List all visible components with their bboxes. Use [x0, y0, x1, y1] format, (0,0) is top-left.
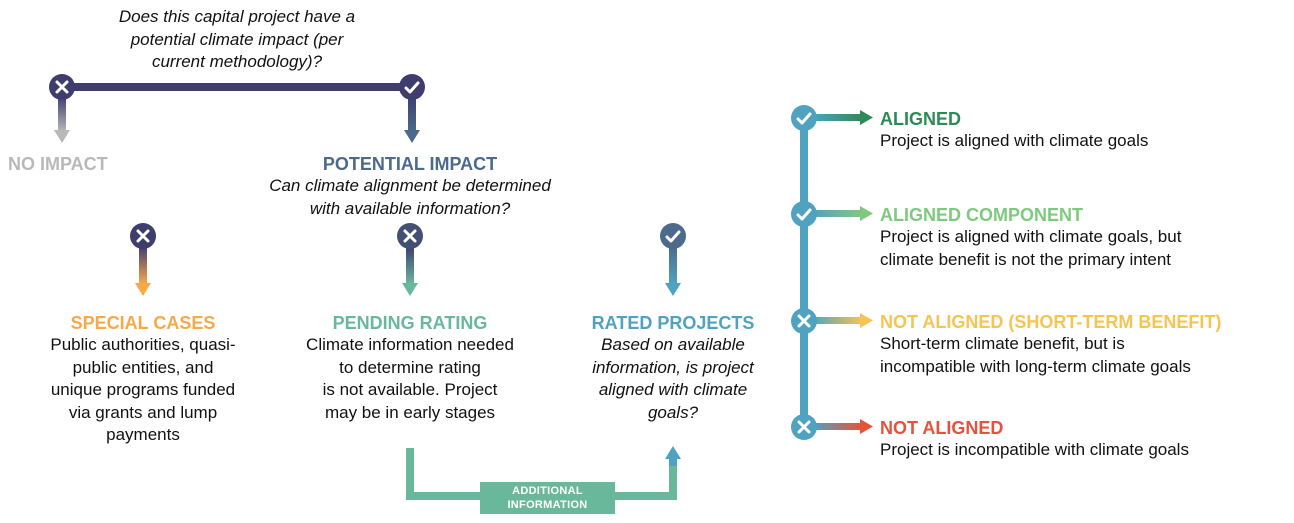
arrow-to-no-impact	[54, 96, 70, 143]
cross-icon	[797, 420, 811, 434]
pending-rating-desc-line: is not available. Project	[322, 380, 498, 399]
additional-information-label: ADDITIONAL INFORMATION	[480, 482, 615, 514]
cross-icon	[55, 80, 69, 94]
outcome-desc-line: incompatible with long-term climate goal…	[880, 356, 1191, 376]
rated-projects-heading: RATED PROJECTS	[591, 313, 755, 333]
outcome-not-aligned-short-term-node	[791, 308, 817, 334]
arrow-to-rated-projects	[665, 246, 681, 296]
top-question-line: current methodology)?	[151, 52, 323, 71]
outcome-desc-line: climate benefit is not the primary inten…	[880, 249, 1172, 269]
rated-projects-question-line: goals?	[647, 402, 699, 422]
potential-impact-block: POTENTIAL IMPACT Can climate alignment b…	[210, 153, 610, 220]
additional-information-line: INFORMATION	[507, 499, 588, 511]
outcome-desc-line: Short-term climate benefit, but is	[880, 334, 1125, 353]
outcome-aligned-component-arrow	[812, 206, 873, 221]
special-cases-node	[130, 223, 156, 249]
outcome-heading: NOT ALIGNED (SHORT-TERM BENEFIT)	[880, 312, 1222, 332]
potential-impact-question-line: with available information?	[309, 198, 511, 218]
no-impact-label: NO IMPACT	[8, 154, 108, 174]
pending-rating-desc-line: to determine rating	[339, 357, 481, 377]
arrow-to-special-cases	[135, 246, 151, 296]
outcome-desc-line: Project is aligned with climate goals, b…	[880, 227, 1182, 246]
arrow-to-potential-impact	[404, 96, 420, 143]
special-cases-desc-line: payments	[106, 425, 180, 444]
outcome-heading: ALIGNED	[880, 109, 961, 129]
outcome-not-aligned-arrow	[812, 419, 873, 434]
outcome-aligned-component-node	[791, 201, 817, 227]
pending-rating-desc-line: may be in early stages	[324, 402, 496, 422]
no-impact-node	[49, 74, 75, 100]
outcome-aligned: ALIGNED Project is aligned with climate …	[880, 108, 1148, 153]
pending-rating-desc-line: Climate information needed	[306, 335, 514, 354]
cross-icon	[797, 314, 811, 328]
special-cases-desc-line: unique programs funded	[50, 380, 236, 399]
outcome-desc-line: Project is incompatible with climate goa…	[880, 440, 1189, 459]
special-cases-heading: SPECIAL CASES	[70, 313, 216, 333]
top-question-line: Does this capital project have a	[118, 7, 356, 26]
pending-rating-node	[397, 223, 423, 249]
pending-rating-block: PENDING RATING Climate information neede…	[275, 312, 545, 424]
potential-impact-question-line: Can climate alignment be determined	[269, 176, 551, 195]
check-icon	[665, 230, 681, 243]
outcome-heading: NOT ALIGNED	[880, 418, 1004, 438]
outcome-heading: ALIGNED COMPONENT	[880, 205, 1084, 225]
rated-projects-node	[660, 223, 686, 249]
outcome-aligned-node	[791, 105, 817, 131]
outcome-not-aligned-short-term-arrow	[812, 313, 873, 328]
potential-impact-node	[399, 74, 425, 100]
additional-information-line: ADDITIONAL	[512, 485, 583, 497]
rated-projects-question-line: aligned with climate	[598, 380, 748, 399]
outcome-not-aligned-short-term: NOT ALIGNED (SHORT-TERM BENEFIT) Short-t…	[880, 311, 1221, 378]
pending-rating-heading: PENDING RATING	[332, 313, 488, 333]
outcome-aligned-arrow	[812, 110, 873, 125]
outcome-not-aligned-node	[791, 414, 817, 440]
outcome-aligned-component: ALIGNED COMPONENT Project is aligned wit…	[880, 204, 1181, 271]
top-question-line: potential climate impact (per	[130, 29, 344, 49]
special-cases-desc-line: Public authorities, quasi-	[50, 335, 236, 354]
rated-projects-question-line: Based on available	[601, 335, 745, 354]
check-icon	[796, 112, 812, 125]
check-icon	[404, 81, 420, 94]
cross-icon	[403, 229, 417, 243]
special-cases-block: SPECIAL CASES Public authorities, quasi-…	[8, 312, 278, 447]
check-icon	[796, 208, 812, 221]
outcome-desc-line: Project is aligned with climate goals	[880, 131, 1149, 150]
top-question: Does this capital project have a potenti…	[62, 6, 412, 74]
potential-impact-heading: POTENTIAL IMPACT	[322, 154, 498, 174]
special-cases-desc-line: public entities, and	[72, 357, 214, 377]
cross-icon	[136, 229, 150, 243]
special-cases-desc-line: via grants and lump	[68, 402, 218, 422]
arrow-to-pending-rating	[402, 246, 418, 296]
rated-projects-block: RATED PROJECTS Based on available inform…	[553, 312, 793, 424]
rated-projects-question-line: information, is project	[592, 357, 754, 377]
outcome-not-aligned: NOT ALIGNED Project is incompatible with…	[880, 417, 1189, 462]
